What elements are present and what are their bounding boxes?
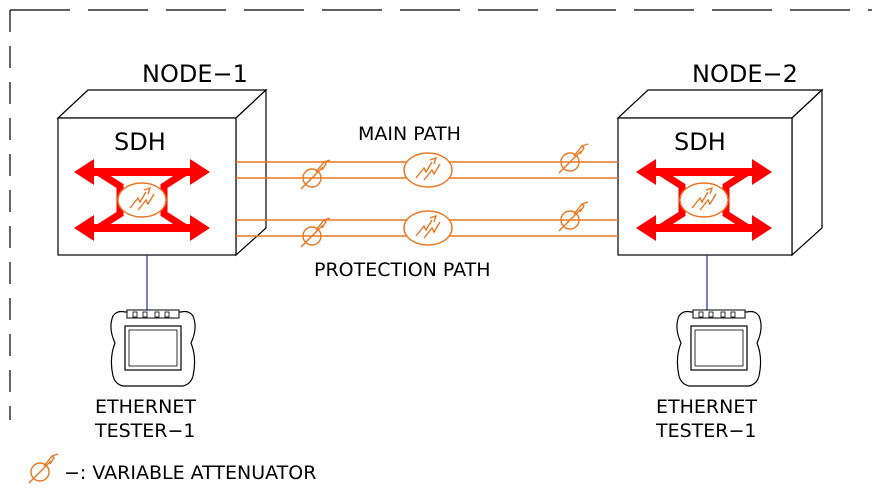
ethernet-tester-icon [676,309,762,387]
variable-attenuator-icon [300,217,331,248]
tester-2-line-2: TESTER−1 [655,420,757,442]
node-1-label: NODE−1 [142,60,248,88]
sdh-node-1: SDH [56,88,268,257]
variable-attenuator-icon [558,201,589,232]
tester-1-line-2: TESTER−1 [94,420,196,442]
legend-attenuator-icon [28,453,59,484]
dashed-enclosure [9,9,872,420]
switch-matrix-icon [636,159,772,241]
protection-path-label: PROTECTION PATH [314,259,491,281]
node-2-label: NODE−2 [692,60,798,88]
variable-attenuator-icon [558,143,589,174]
main-path-label: MAIN PATH [358,123,461,145]
sdh-node-2: SDH [616,88,824,257]
switch-matrix-icon [74,159,210,241]
variable-attenuator-icon [300,159,331,190]
tester-1-line-1: ETHERNET [95,396,196,418]
legend-text: −: VARIABLE ATTENUATOR [64,462,316,484]
sdh-1-label: SDH [114,128,166,156]
sdh-2-label: SDH [674,128,726,156]
ethernet-tester-icon [110,309,196,387]
amplifier-main-icon [403,152,453,188]
tester-2-line-1: ETHERNET [656,396,757,418]
amplifier-protection-icon [403,210,453,246]
